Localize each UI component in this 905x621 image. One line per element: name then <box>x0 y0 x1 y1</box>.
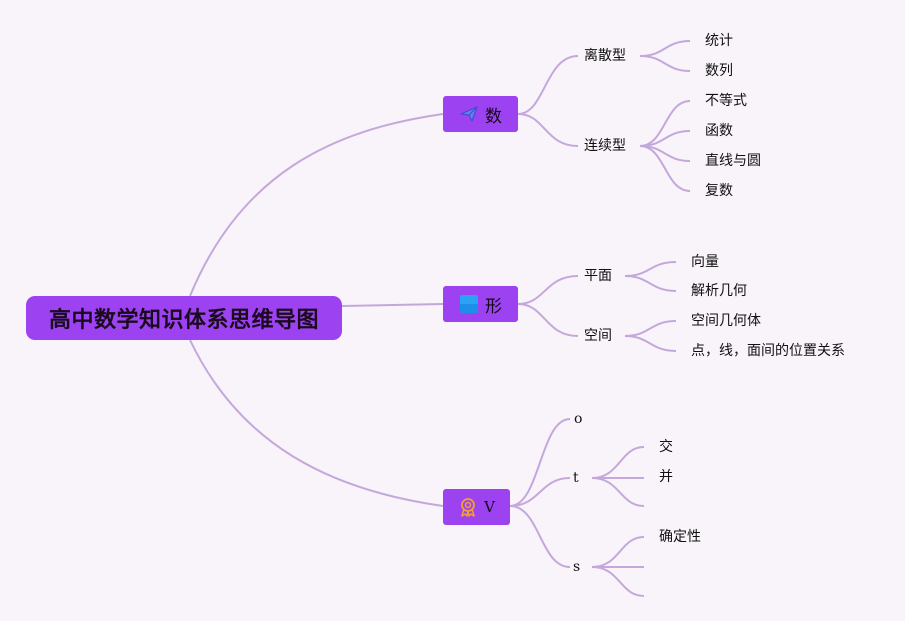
node-fushu[interactable]: 复数 <box>705 183 733 199</box>
link-kongjian-jiheti <box>624 320 677 337</box>
node-t[interactable]: t <box>573 470 579 486</box>
link-v-o <box>509 418 571 507</box>
link-root-xing <box>341 303 444 307</box>
node-quedingxing[interactable]: 确定性 <box>659 529 701 545</box>
link-root-v <box>189 339 444 507</box>
link-lisanxing-shulie <box>639 55 691 72</box>
node-pingmian[interactable]: 平面 <box>584 268 612 284</box>
link-lianxuxing-fushu <box>639 145 691 192</box>
node-shulie[interactable]: 数列 <box>705 63 733 79</box>
link-t-jiao <box>591 446 645 479</box>
branch-node-xing[interactable]: 形 <box>443 286 518 322</box>
branch-label-xing: 形 <box>485 296 502 317</box>
link-shu-lianxuxing <box>517 113 579 147</box>
link-shu-lisanxing <box>517 55 579 115</box>
paper-plane-icon <box>459 104 479 124</box>
link-v-s <box>509 505 571 568</box>
link-root-shu <box>189 113 444 297</box>
link-v-t <box>509 477 571 507</box>
branch-node-shu[interactable]: 数 <box>443 96 518 132</box>
link-lisanxing-tongji <box>639 40 691 57</box>
node-s[interactable]: s <box>573 559 581 575</box>
link-xing-kongjian <box>517 303 579 337</box>
node-o[interactable]: o <box>574 411 583 427</box>
node-lianxuxing[interactable]: 连续型 <box>584 138 626 154</box>
link-kongjian-weizhi <box>624 335 677 352</box>
node-jiao[interactable]: 交 <box>659 439 673 455</box>
node-jiexijihe[interactable]: 解析几何 <box>691 283 747 299</box>
node-kongjian[interactable]: 空间 <box>584 328 612 344</box>
link-xing-pingmian <box>517 275 579 305</box>
link-s-queding <box>591 536 645 568</box>
node-tongji[interactable]: 统计 <box>705 33 733 49</box>
branch-label-shu: 数 <box>485 106 502 127</box>
node-zhixianyuyuan[interactable]: 直线与圆 <box>705 153 761 169</box>
node-budengshi[interactable]: 不等式 <box>705 93 747 109</box>
award-ribbon-icon <box>458 497 478 517</box>
node-lisanxing[interactable]: 离散型 <box>584 48 626 64</box>
link-s-empty-2 <box>591 566 645 597</box>
link-pingmian-jiexi <box>624 275 677 292</box>
blue-square-icon <box>459 294 479 314</box>
node-hanshu[interactable]: 函数 <box>705 123 733 139</box>
branch-label-v: V <box>484 498 495 516</box>
root-label: 高中数学知识体系思维导图 <box>48 308 319 333</box>
root-node[interactable]: 高中数学知识体系思维导图 <box>26 296 342 340</box>
branch-node-v[interactable]: V <box>443 489 510 525</box>
node-kongjianjiheti[interactable]: 空间几何体 <box>691 313 761 329</box>
link-pingmian-xiangliang <box>624 261 677 277</box>
node-weizhiguanxi[interactable]: 点，线，面间的位置关系 <box>691 343 845 359</box>
link-t-empty <box>591 477 645 507</box>
node-bing[interactable]: 并 <box>659 469 673 485</box>
node-xiangliang[interactable]: 向量 <box>691 254 719 270</box>
